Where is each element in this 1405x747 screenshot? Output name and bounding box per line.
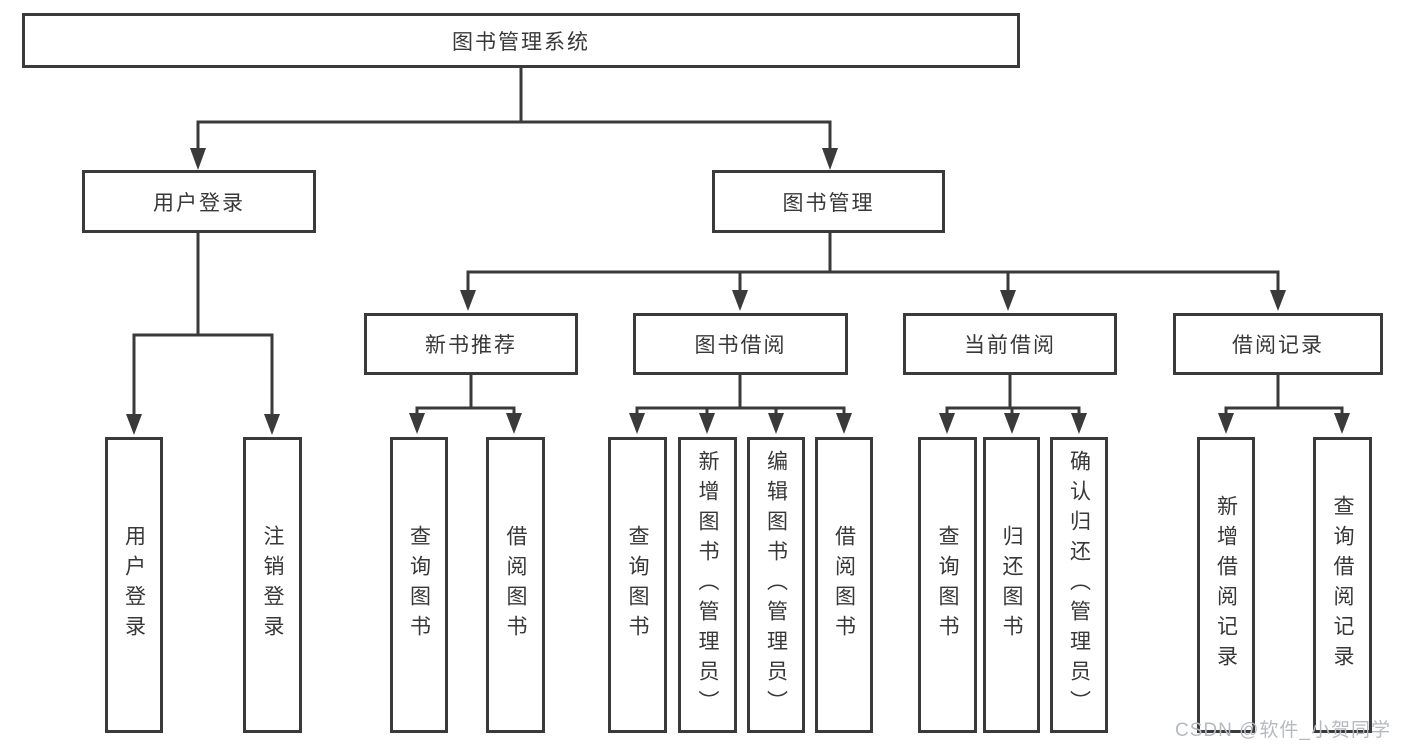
leaf-label: 确认归还（管理员） xyxy=(1067,450,1091,720)
node-label: 图书管理 xyxy=(782,191,875,215)
node-label: 图书借阅 xyxy=(694,334,787,357)
node-label: 图书管理系统 xyxy=(452,30,590,54)
node-book-management-branch: 图书管理 xyxy=(712,170,945,233)
leaf-label: 查询图书 xyxy=(626,525,649,645)
node-book-borrow: 图书借阅 xyxy=(633,313,848,375)
leaf-label: 编辑图书（管理员） xyxy=(764,450,788,720)
leaf-label: 查询借阅记录 xyxy=(1331,495,1354,675)
leaf-confirm-return-admin: 确认归还（管理员） xyxy=(1050,437,1108,733)
leaf-borrow-books-recommend: 借阅图书 xyxy=(486,437,545,733)
leaf-label: 借阅图书 xyxy=(832,525,856,645)
leaf-label: 归还图书 xyxy=(1000,525,1023,645)
leaf-edit-book-admin: 编辑图书（管理员） xyxy=(747,437,805,733)
node-borrow-records: 借阅记录 xyxy=(1173,313,1383,375)
node-label: 新书推荐 xyxy=(425,334,517,357)
node-label: 用户登录 xyxy=(153,191,245,215)
csdn-watermark: CSDN @软件_小贺同学 xyxy=(1175,720,1391,741)
leaf-user-login: 用户登录 xyxy=(105,437,163,733)
leaf-label: 用户登录 xyxy=(122,525,146,645)
leaf-label: 查询图书 xyxy=(407,525,431,645)
node-library-management-system: 图书管理系统 xyxy=(22,13,1020,68)
leaf-query-books-recommend: 查询图书 xyxy=(390,437,448,733)
node-new-book-recommend: 新书推荐 xyxy=(364,313,578,375)
leaf-logout-login: 注销登录 xyxy=(243,437,302,733)
node-label: 当前借阅 xyxy=(964,334,1056,357)
leaf-query-books-borrow: 查询图书 xyxy=(608,437,667,733)
node-label: 借阅记录 xyxy=(1232,334,1324,357)
leaf-label: 新增借阅记录 xyxy=(1214,495,1238,675)
leaf-label: 注销登录 xyxy=(261,525,284,645)
leaf-add-book-admin: 新增图书（管理员） xyxy=(678,437,737,733)
leaf-query-borrow-record: 查询借阅记录 xyxy=(1313,437,1372,733)
leaf-borrow-books: 借阅图书 xyxy=(815,437,873,733)
leaf-label: 新增图书（管理员） xyxy=(696,450,719,720)
node-current-borrow: 当前借阅 xyxy=(903,313,1117,375)
leaf-label: 查询图书 xyxy=(936,525,959,645)
leaf-add-borrow-record: 新增借阅记录 xyxy=(1197,437,1255,733)
leaf-query-books-current: 查询图书 xyxy=(918,437,977,733)
leaf-label: 借阅图书 xyxy=(504,525,527,645)
node-user-login-branch: 用户登录 xyxy=(82,170,316,233)
leaf-return-book: 归还图书 xyxy=(983,437,1040,733)
